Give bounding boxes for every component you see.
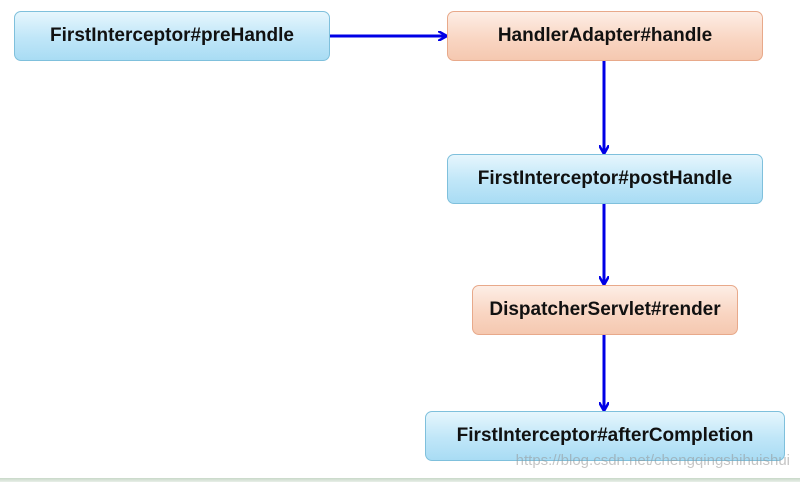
node-label: DispatcherServlet#render — [489, 299, 721, 320]
node-handler-adapter-handle: HandlerAdapter#handle — [447, 11, 763, 61]
node-dispatcher-servlet-render: DispatcherServlet#render — [472, 285, 738, 335]
node-label: FirstInterceptor#preHandle — [50, 25, 294, 46]
watermark: https://blog.csdn.net/chengqingshihuishu… — [515, 452, 790, 469]
bottom-divider — [0, 478, 800, 482]
node-label: FirstInterceptor#postHandle — [477, 168, 733, 189]
node-first-interceptor-aftercompletion: FirstInterceptor#afterCompletion — [425, 411, 785, 461]
node-first-interceptor-prehandle: FirstInterceptor#preHandle — [14, 11, 330, 61]
node-label: HandlerAdapter#handle — [497, 25, 713, 46]
node-label: FirstInterceptor#afterCompletion — [456, 425, 754, 446]
node-first-interceptor-posthandle: FirstInterceptor#postHandle — [447, 154, 763, 204]
